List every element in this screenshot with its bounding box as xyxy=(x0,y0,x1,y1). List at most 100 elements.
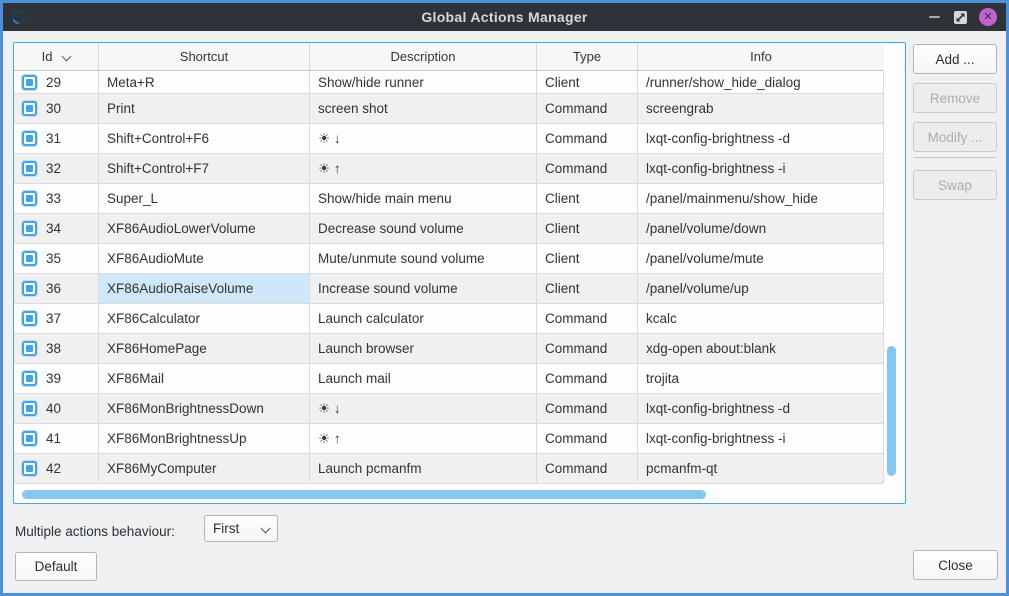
type-cell[interactable]: Command xyxy=(537,154,638,184)
vertical-scrollbar[interactable] xyxy=(884,44,904,490)
type-cell[interactable]: Client xyxy=(537,274,638,304)
type-cell[interactable]: Command xyxy=(537,304,638,334)
row-checkbox[interactable] xyxy=(22,281,37,296)
id-cell[interactable]: 29 xyxy=(14,71,99,94)
info-cell[interactable]: pcmanfm-qt xyxy=(638,454,884,484)
row-checkbox[interactable] xyxy=(22,311,37,326)
row-checkbox[interactable] xyxy=(22,74,37,90)
column-header-info[interactable]: Info xyxy=(638,43,884,70)
info-cell[interactable]: lxqt-config-brightness -i xyxy=(638,424,884,454)
shortcut-cell[interactable]: Print xyxy=(99,94,310,124)
info-cell[interactable]: /panel/mainmenu/show_hide xyxy=(638,184,884,214)
id-cell[interactable]: 31 xyxy=(14,124,99,154)
type-cell[interactable]: Command xyxy=(537,364,638,394)
shortcut-cell[interactable]: XF86MonBrightnessDown xyxy=(99,394,310,424)
type-cell[interactable]: Command xyxy=(537,124,638,154)
id-cell[interactable]: 33 xyxy=(14,184,99,214)
shortcut-cell[interactable]: XF86AudioLowerVolume xyxy=(99,214,310,244)
description-cell[interactable]: ☀ ↑ xyxy=(310,424,537,454)
description-cell[interactable]: ☀ ↓ xyxy=(310,394,537,424)
shortcut-cell[interactable]: XF86Mail xyxy=(99,364,310,394)
info-cell[interactable]: screengrab xyxy=(638,94,884,124)
vertical-scrollbar-thumb[interactable] xyxy=(887,346,896,476)
id-cell[interactable]: 41 xyxy=(14,424,99,454)
info-cell[interactable]: xdg-open about:blank xyxy=(638,334,884,364)
info-cell[interactable]: /runner/show_hide_dialog xyxy=(638,71,884,94)
description-cell[interactable]: Launch mail xyxy=(310,364,537,394)
description-cell[interactable]: ☀ ↓ xyxy=(310,124,537,154)
description-cell[interactable]: Launch browser xyxy=(310,334,537,364)
multiple-actions-combobox[interactable]: First xyxy=(204,515,278,542)
shortcut-cell[interactable]: XF86Calculator xyxy=(99,304,310,334)
info-cell[interactable]: lxqt-config-brightness -i xyxy=(638,154,884,184)
row-checkbox[interactable] xyxy=(22,431,37,446)
default-button[interactable]: Default xyxy=(15,552,97,581)
description-cell[interactable]: screen shot xyxy=(310,94,537,124)
description-cell[interactable]: ☀ ↑ xyxy=(310,154,537,184)
description-cell[interactable]: Show/hide main menu xyxy=(310,184,537,214)
minimize-button[interactable] xyxy=(922,3,946,31)
row-checkbox[interactable] xyxy=(22,221,37,236)
row-checkbox[interactable] xyxy=(22,401,37,416)
titlebar[interactable]: Global Actions Manager ✕ xyxy=(3,3,1006,31)
type-cell[interactable]: Client xyxy=(537,214,638,244)
info-cell[interactable]: trojita xyxy=(638,364,884,394)
type-cell[interactable]: Command xyxy=(537,94,638,124)
shortcut-cell[interactable]: Super_L xyxy=(99,184,310,214)
type-cell[interactable]: Command xyxy=(537,454,638,484)
description-cell[interactable]: Launch calculator xyxy=(310,304,537,334)
row-checkbox[interactable] xyxy=(22,461,37,476)
id-cell[interactable]: 32 xyxy=(14,154,99,184)
shortcut-cell[interactable]: XF86HomePage xyxy=(99,334,310,364)
column-header-type[interactable]: Type xyxy=(537,43,638,70)
id-cell[interactable]: 42 xyxy=(14,454,99,484)
column-header-id[interactable]: Id xyxy=(14,43,99,70)
shortcut-cell[interactable]: XF86AudioMute xyxy=(99,244,310,274)
shortcut-cell[interactable]: Meta+R xyxy=(99,71,310,94)
horizontal-scrollbar-thumb[interactable] xyxy=(22,490,706,499)
description-cell[interactable]: Increase sound volume xyxy=(310,274,537,304)
id-cell[interactable]: 38 xyxy=(14,334,99,364)
shortcut-cell[interactable]: XF86MonBrightnessUp xyxy=(99,424,310,454)
row-checkbox[interactable] xyxy=(22,161,37,176)
close-button[interactable]: Close xyxy=(913,550,998,580)
id-cell[interactable]: 37 xyxy=(14,304,99,334)
column-header-shortcut[interactable]: Shortcut xyxy=(99,43,310,70)
type-cell[interactable]: Command xyxy=(537,394,638,424)
row-checkbox[interactable] xyxy=(22,191,37,206)
info-cell[interactable]: lxqt-config-brightness -d xyxy=(638,124,884,154)
info-cell[interactable]: /panel/volume/down xyxy=(638,214,884,244)
id-cell[interactable]: 36 xyxy=(14,274,99,304)
info-cell[interactable]: /panel/volume/up xyxy=(638,274,884,304)
add-button[interactable]: Add ... xyxy=(913,44,997,74)
shortcut-cell[interactable]: XF86MyComputer xyxy=(99,454,310,484)
row-checkbox[interactable] xyxy=(22,131,37,146)
id-cell[interactable]: 30 xyxy=(14,94,99,124)
row-checkbox[interactable] xyxy=(22,341,37,356)
row-checkbox[interactable] xyxy=(22,251,37,266)
description-cell[interactable]: Decrease sound volume xyxy=(310,214,537,244)
shortcut-cell[interactable]: Shift+Control+F6 xyxy=(99,124,310,154)
type-cell[interactable]: Client xyxy=(537,71,638,94)
shortcut-cell[interactable]: XF86AudioRaiseVolume xyxy=(99,274,310,304)
close-window-button[interactable]: ✕ xyxy=(976,3,1000,31)
id-cell[interactable]: 34 xyxy=(14,214,99,244)
row-checkbox[interactable] xyxy=(22,371,37,386)
type-cell[interactable]: Command xyxy=(537,424,638,454)
info-cell[interactable]: /panel/volume/mute xyxy=(638,244,884,274)
type-cell[interactable]: Client xyxy=(537,244,638,274)
type-cell[interactable]: Command xyxy=(537,334,638,364)
id-cell[interactable]: 39 xyxy=(14,364,99,394)
id-cell[interactable]: 35 xyxy=(14,244,99,274)
